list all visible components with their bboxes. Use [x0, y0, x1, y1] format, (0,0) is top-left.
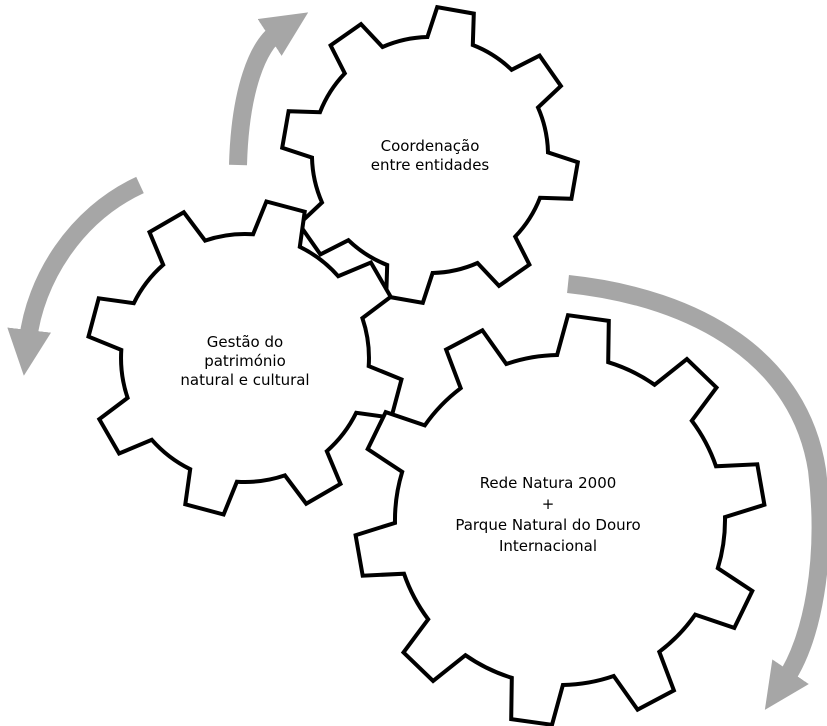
gear-label-line: Parque Natural do Douro	[455, 516, 641, 534]
gear-label-line: património	[204, 352, 286, 370]
gear-coordination	[279, 4, 581, 306]
gear-label-line: Coordenação	[380, 137, 480, 155]
gear-label-line: +	[541, 495, 555, 513]
gear-label-line: natural e cultural	[180, 371, 310, 389]
gear-label-line: entre entidades	[370, 156, 490, 174]
gear-label-line: Rede Natura 2000	[479, 474, 617, 492]
cycle-arrow-left	[7, 176, 144, 376]
cycle-arrow-top	[229, 12, 309, 166]
gear-label-heritage: Gestão do património natural e cultural	[145, 333, 345, 390]
gear-natura-park	[353, 312, 767, 726]
gear-label-coordination: Coordenação entre entidades	[330, 137, 530, 175]
gear-label-natura-park: Rede Natura 2000 + Parque Natural do Dou…	[428, 473, 668, 557]
gear-label-line: Gestão do	[206, 333, 284, 351]
gear-label-line: Internacional	[498, 537, 598, 555]
gear-heritage-management	[86, 199, 404, 517]
cycle-arrow-right	[567, 275, 827, 710]
